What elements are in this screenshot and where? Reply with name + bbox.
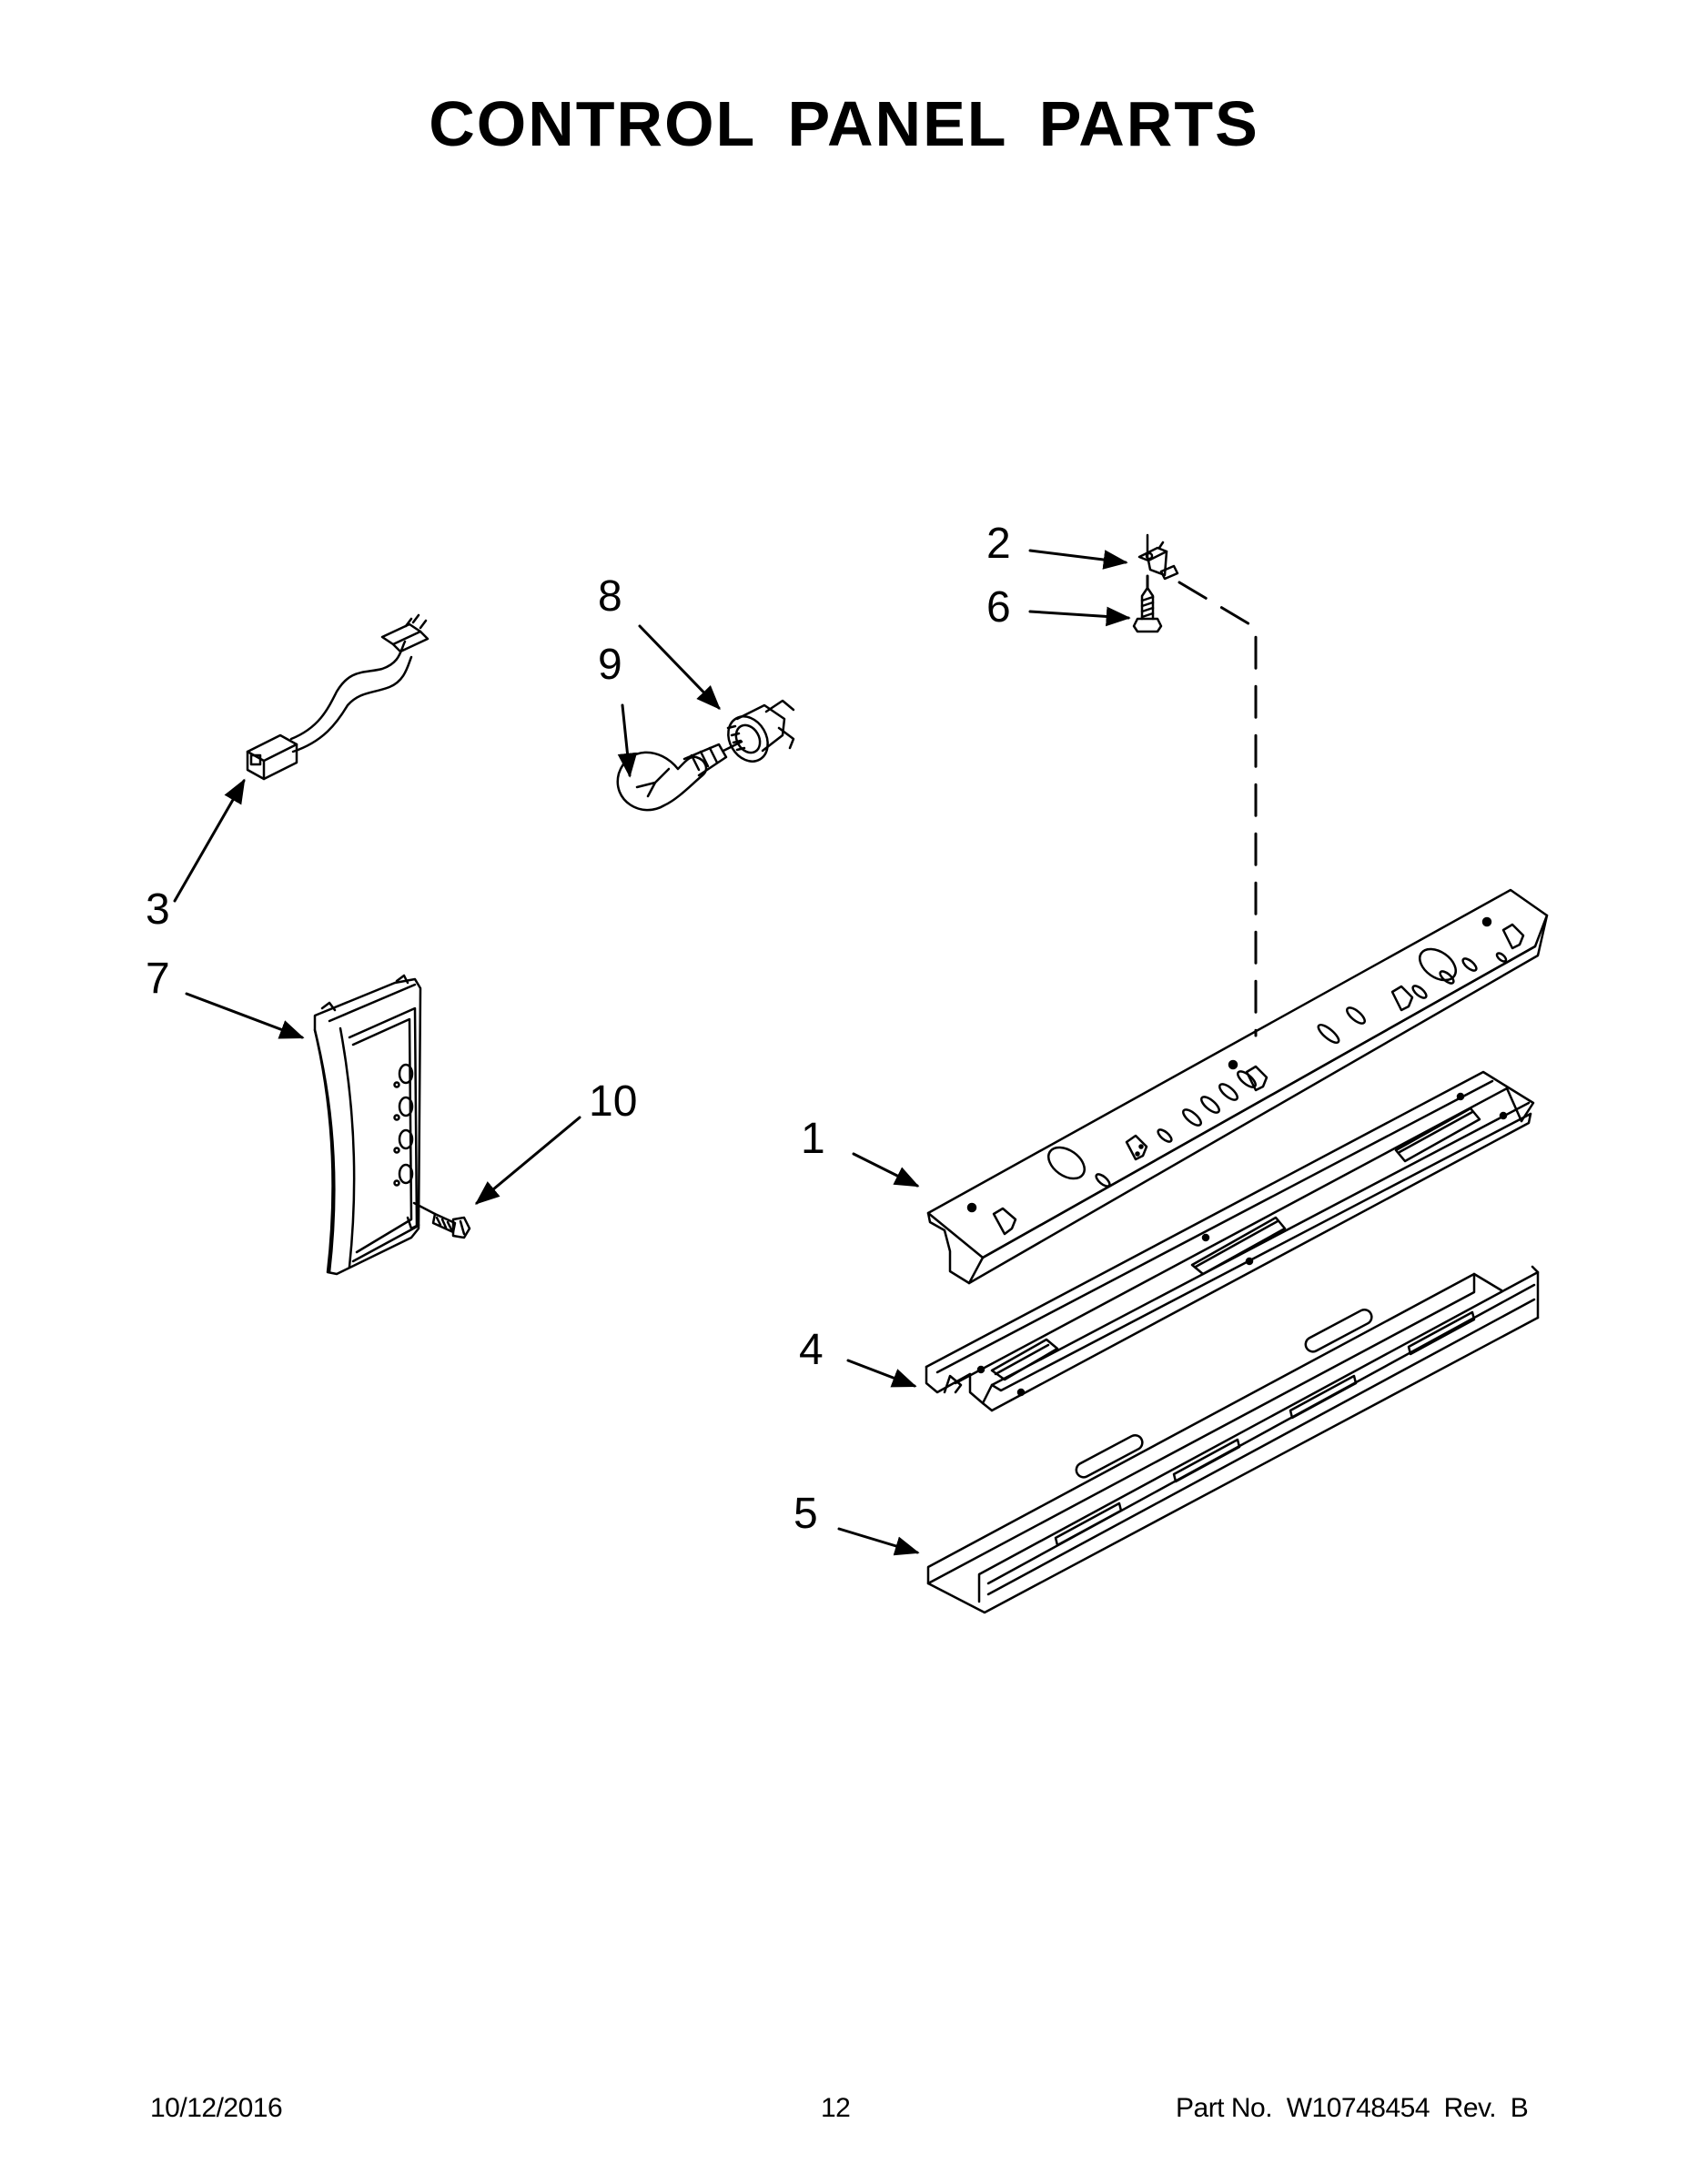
callout-6-arrow [1028,606,1131,627]
callout-label-7[interactable]: 7 [146,955,170,1003]
callout-label-9[interactable]: 9 [598,641,622,689]
lower-rail-channel-part [926,1265,1540,1614]
clip-part [1137,533,1179,581]
callout-label-10[interactable]: 10 [589,1077,638,1126]
wire-harness-part [246,613,430,781]
callout-7-arrow [185,992,305,1039]
callout-label-2[interactable]: 2 [986,520,1011,568]
callout-label-1[interactable]: 1 [801,1115,825,1163]
callout-2-arrow [1028,549,1128,570]
housing-screw-part [412,1201,471,1239]
callout-3-arrow [173,778,246,903]
upper-rail-channel-part [925,1070,1535,1412]
light-bulb-part [616,740,743,812]
callout-4-arrow [846,1359,917,1388]
callout-8-arrow [638,624,721,710]
lamp-socket-part [726,699,795,763]
callout-label-4[interactable]: 4 [799,1326,824,1374]
footer-page-number: 12 [821,2093,851,2123]
control-panel-housing-part [313,974,422,1276]
callout-5-arrow [837,1527,920,1556]
callout-10-arrow [474,1116,581,1205]
footer-part-number: Part No. W10748454 Rev. B [1176,2093,1529,2123]
assembly-line [1178,581,1258,1037]
callout-label-6[interactable]: 6 [986,583,1011,632]
callout-label-3[interactable]: 3 [146,885,170,934]
footer-date: 10/12/2016 [150,2093,283,2123]
callout-label-5[interactable]: 5 [793,1490,818,1538]
screw-part [1132,586,1163,633]
page-title: CONTROL PANEL PARTS [429,88,1259,159]
callout-1-arrow [852,1152,920,1188]
callout-label-8[interactable]: 8 [598,572,622,621]
control-panel-bracket-part [926,888,1549,1285]
callout-9-arrow [617,703,638,778]
